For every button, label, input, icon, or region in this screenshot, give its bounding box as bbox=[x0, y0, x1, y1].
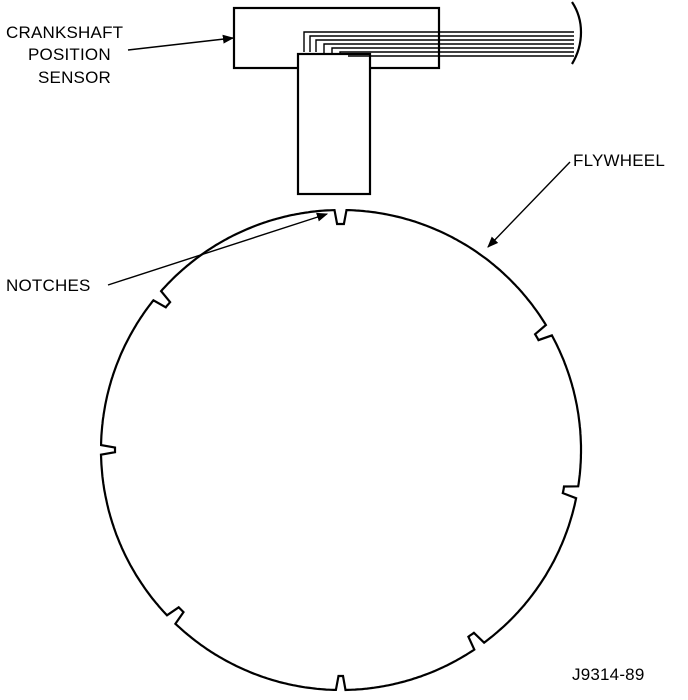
flywheel-leader-arrow bbox=[487, 161, 571, 248]
sensor-label-line2: POSITION bbox=[28, 45, 111, 64]
notches-label: NOTCHES bbox=[6, 276, 91, 295]
sensor-leader-arrow bbox=[127, 34, 235, 51]
sensor-wiring bbox=[303, 1, 582, 65]
flywheel-label: FLYWHEEL bbox=[573, 151, 665, 170]
notches-leader-arrow bbox=[107, 212, 329, 286]
sensor-probe bbox=[296, 52, 372, 196]
flywheel bbox=[99, 208, 583, 692]
sensor-label-line1: CRANKSHAFT bbox=[6, 23, 123, 42]
figure-id: J9314-89 bbox=[572, 665, 645, 684]
sensor-label-line3: SENSOR bbox=[38, 68, 111, 87]
